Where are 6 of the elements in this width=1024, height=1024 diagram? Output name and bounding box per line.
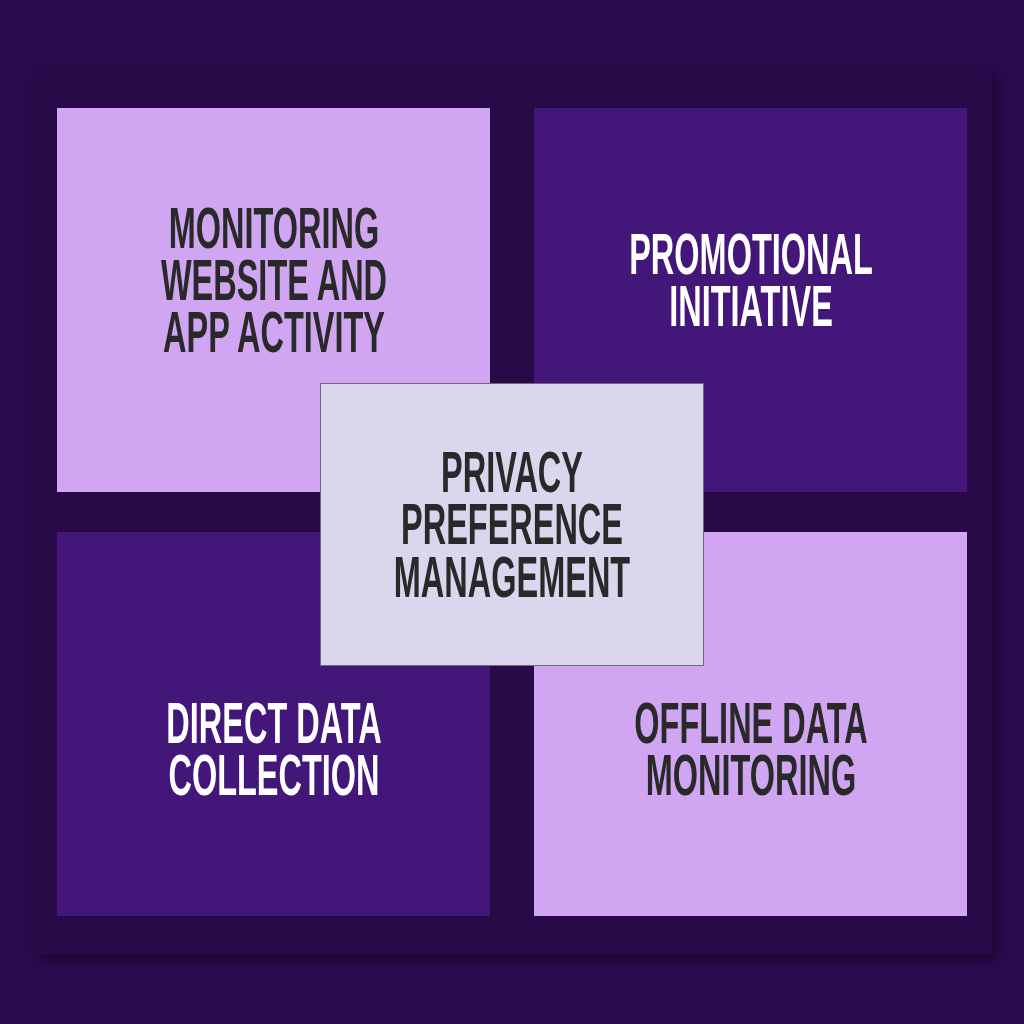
center-box — [320, 383, 704, 666]
tile-label: OFFLINE DATA MONITORING — [632, 696, 869, 802]
tile-label: MONITORING WEBSITE AND APP ACTIVITY — [159, 201, 388, 359]
center-box-label: PRIVACY PREFERENCE MANAGEMENT — [392, 446, 632, 603]
tile-label: PROMOTIONAL INITIATIVE — [627, 227, 874, 333]
tile-label: DIRECT DATA COLLECTION — [164, 696, 383, 802]
